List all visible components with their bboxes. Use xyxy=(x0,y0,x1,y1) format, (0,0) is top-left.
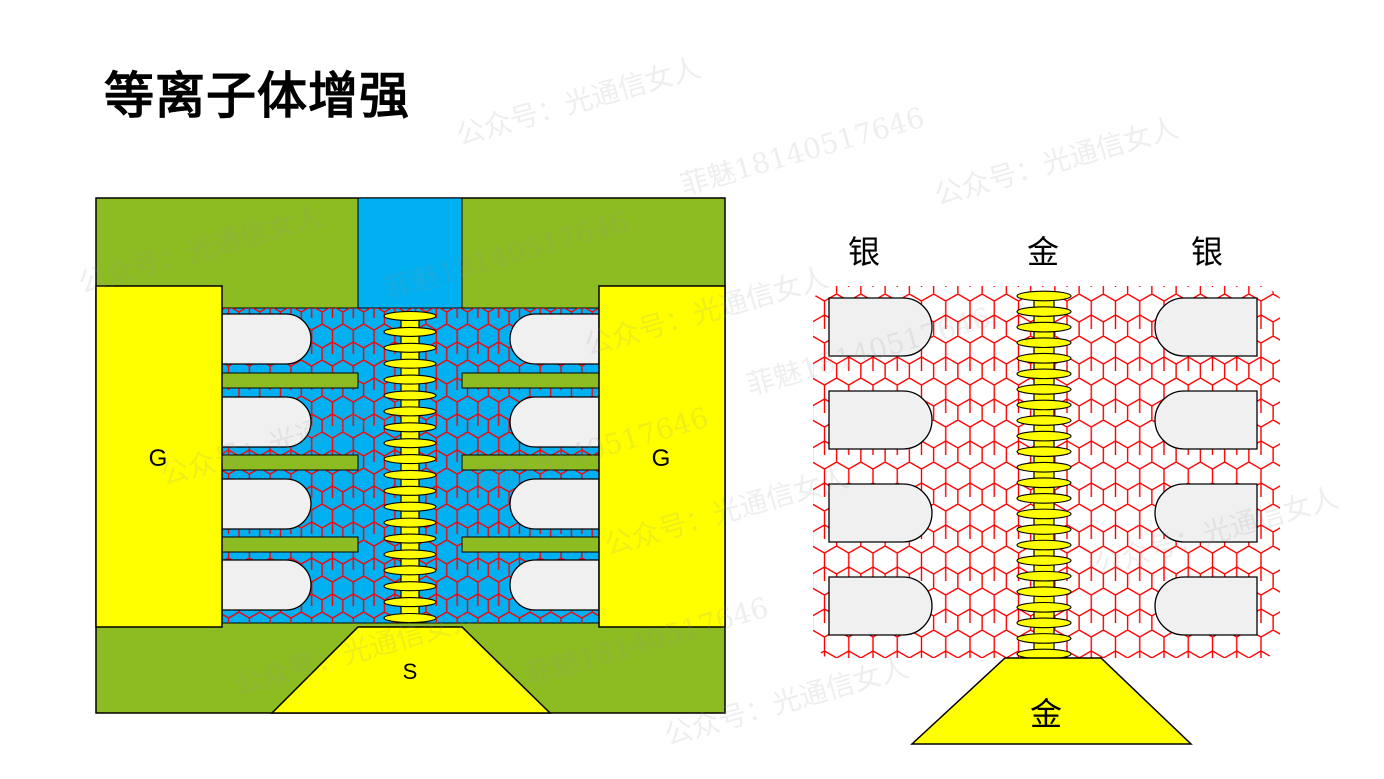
spine-rib xyxy=(1016,384,1072,395)
pad xyxy=(509,559,600,611)
spine-rib xyxy=(1016,586,1072,598)
spine-rib xyxy=(1016,337,1072,349)
spine-rib xyxy=(383,597,437,608)
spine-rib xyxy=(1016,508,1072,520)
spine-rib xyxy=(1016,617,1072,629)
right-pads xyxy=(509,313,600,611)
spine-rib xyxy=(383,517,437,528)
pad xyxy=(828,297,933,357)
channel-feed xyxy=(357,197,463,311)
spine-rib xyxy=(1016,321,1072,333)
label-silver-right: 银 xyxy=(1191,233,1223,271)
pad xyxy=(221,396,312,448)
pad xyxy=(828,483,933,543)
pad xyxy=(221,478,312,530)
spine-rib xyxy=(1016,290,1072,302)
spine-rib xyxy=(383,581,437,592)
pad xyxy=(221,313,312,365)
label-gold-base: 金 xyxy=(1030,695,1062,733)
spine-rib xyxy=(1016,524,1072,535)
gold-spine-right xyxy=(1016,290,1072,660)
right-left-pads xyxy=(828,297,933,636)
spine-rib xyxy=(383,422,437,433)
gold-base xyxy=(910,657,1193,745)
spine-rib xyxy=(383,406,437,417)
spine-rib xyxy=(1016,446,1072,458)
gate-label-left: G xyxy=(149,445,168,472)
spine-rib xyxy=(383,326,437,337)
right-right-pads xyxy=(1154,297,1258,636)
spine-rib xyxy=(383,501,437,512)
spine-rib xyxy=(383,612,437,624)
spine-rib xyxy=(1016,633,1072,644)
spine-rib xyxy=(383,342,437,353)
source-electrode xyxy=(270,626,552,714)
spine-rib xyxy=(383,358,437,369)
spine-rib xyxy=(1016,430,1072,442)
spine-rib xyxy=(1016,492,1072,504)
pad xyxy=(509,313,600,365)
finger xyxy=(461,372,600,389)
right-device: 银 金 银 金 xyxy=(813,233,1280,745)
spine-rib xyxy=(1016,539,1072,551)
pad xyxy=(221,559,312,611)
spine-rib xyxy=(1016,477,1072,489)
pad xyxy=(1154,576,1258,636)
finger xyxy=(461,454,600,471)
pad xyxy=(828,390,933,450)
spine-rib xyxy=(383,390,437,401)
pad xyxy=(1154,390,1258,450)
spine-rib xyxy=(383,469,437,480)
spine-rib xyxy=(383,485,437,496)
pad xyxy=(1154,483,1258,543)
source-label: S xyxy=(403,659,418,684)
spine-rib xyxy=(1016,415,1072,426)
spine-rib xyxy=(1016,306,1072,317)
pad xyxy=(509,396,600,448)
spine-rib xyxy=(383,549,437,560)
spine-rib xyxy=(1016,399,1072,411)
spine-rib xyxy=(383,310,437,322)
pad xyxy=(1154,297,1258,357)
finger xyxy=(221,536,359,553)
page-title: 等离子体增强 xyxy=(104,67,410,125)
gate-right xyxy=(598,285,726,628)
gate-label-right: G xyxy=(652,445,671,472)
pad xyxy=(509,478,600,530)
left-device: G G S xyxy=(95,197,726,714)
spine-rib xyxy=(383,565,437,576)
label-silver-left: 银 xyxy=(848,233,880,271)
spine-rib xyxy=(1016,368,1072,380)
spine-rib xyxy=(383,454,437,465)
spine-rib xyxy=(1016,555,1072,566)
spine-rib xyxy=(1016,601,1072,613)
gold-spine-left xyxy=(383,310,437,624)
left-pads xyxy=(221,313,312,611)
label-gold-top: 金 xyxy=(1027,233,1059,271)
spine-rib xyxy=(383,374,437,385)
spine-body xyxy=(400,311,420,623)
spine-rib xyxy=(1016,570,1072,582)
finger xyxy=(461,536,600,553)
spine-rib xyxy=(1016,461,1072,473)
finger xyxy=(221,372,359,389)
spine-rib xyxy=(383,533,437,544)
pad xyxy=(828,576,933,636)
gate-left xyxy=(95,285,223,628)
spine-rib xyxy=(383,438,437,449)
finger xyxy=(221,454,359,471)
spine-rib xyxy=(1016,352,1072,364)
